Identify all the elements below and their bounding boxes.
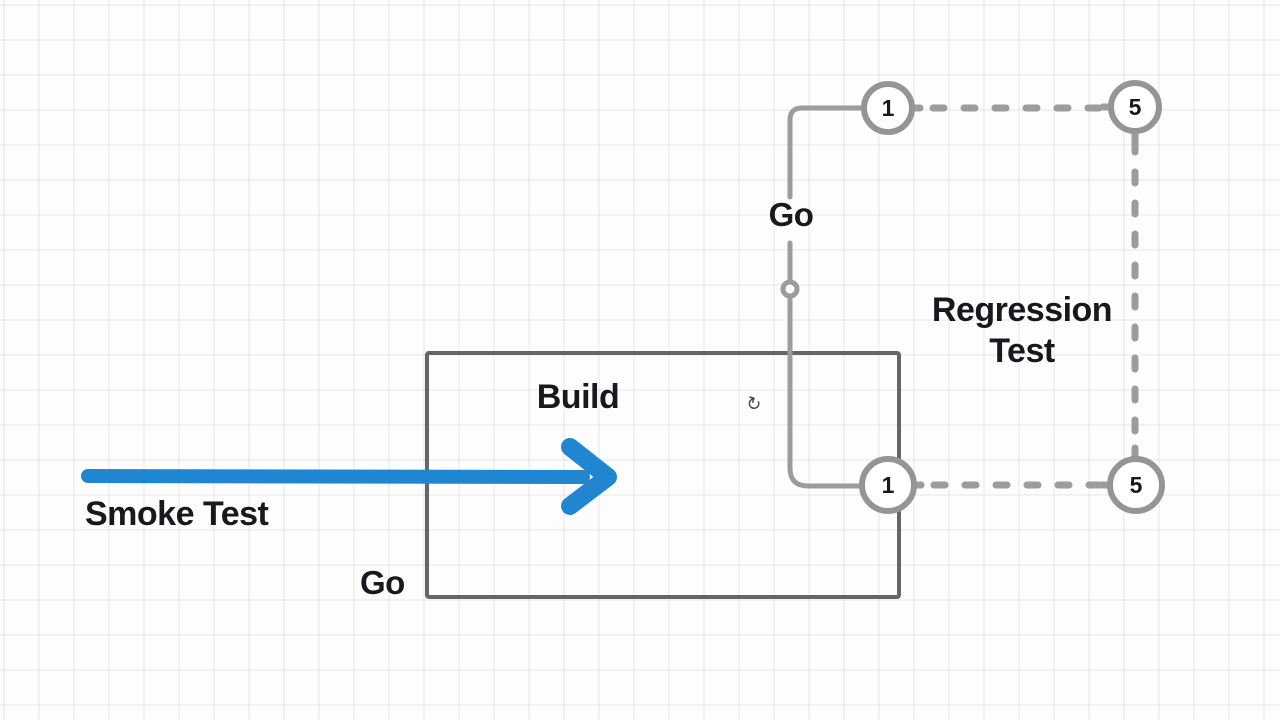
go-label-bottom: Go bbox=[360, 564, 405, 601]
smoke-test-label: Smoke Test bbox=[85, 495, 269, 533]
connector-node-dot bbox=[780, 279, 800, 299]
connector-bottom-segment bbox=[787, 293, 864, 489]
smoke-test-arrow-head bbox=[561, 438, 617, 515]
smoke-test-arrow-shaft bbox=[81, 469, 590, 484]
milestone-circle-top-right bbox=[1108, 80, 1162, 134]
connector-top-segment bbox=[787, 105, 867, 200]
milestone-number-bottom-right: 5 bbox=[1129, 472, 1143, 498]
milestone-circle-top-left bbox=[861, 81, 915, 135]
milestone-circle-bottom-right bbox=[1107, 456, 1165, 514]
go-label-top: Go bbox=[768, 196, 814, 233]
regression-test-label: Regression Test bbox=[931, 291, 1113, 370]
milestone-number-top-left: 1 bbox=[881, 95, 895, 121]
milestone-circle-bottom-left bbox=[859, 456, 917, 514]
build-label: Build bbox=[536, 378, 620, 416]
milestone-number-top-right: 5 bbox=[1128, 94, 1142, 120]
milestone-number-bottom-left: 1 bbox=[881, 472, 895, 498]
